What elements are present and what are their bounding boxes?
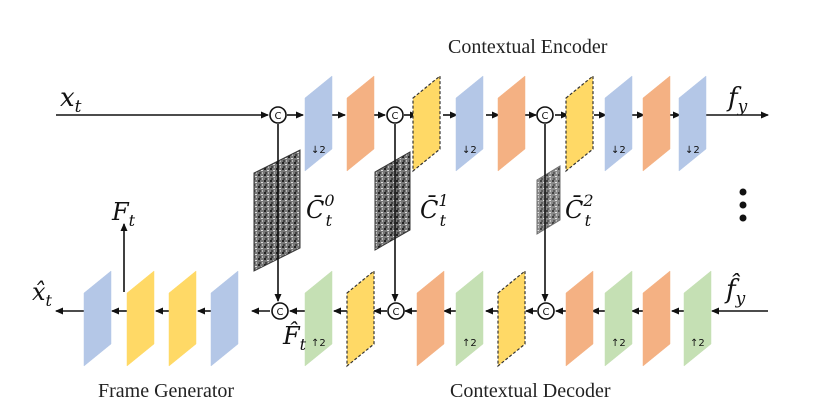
layer-enc-gdn-2: [497, 75, 526, 172]
svg-text:C: C: [392, 111, 399, 122]
concat-node-dec-0: C: [271, 302, 289, 320]
concat-node-dec-1: C: [387, 302, 405, 320]
svg-text:C̄1t: C̄1t: [420, 191, 449, 230]
label-x-t: xt: [60, 83, 82, 117]
svg-text:xt: xt: [60, 83, 82, 117]
layer-dec-igdn-1: [416, 270, 445, 367]
concat-node-enc-2: C: [536, 106, 554, 124]
label-F-t: Ft: [111, 198, 136, 230]
svg-text:C: C: [275, 111, 282, 122]
layer-dec-igdn-3: [642, 270, 671, 367]
decoder-arrows: [55, 223, 768, 315]
label-f-y: fy: [726, 83, 748, 117]
scale-mark: ↓2: [311, 145, 326, 156]
layer-dec-deconv-2: ↑2: [455, 270, 484, 367]
scale-mark: ↓2: [685, 145, 700, 156]
context-map-2: [536, 165, 561, 235]
layer-enc-gdn-1: [346, 75, 375, 172]
label-F-hat-t: F̂t: [282, 322, 307, 354]
label-x-hat-t: x̂t: [32, 278, 53, 310]
svg-text:F̂t: F̂t: [282, 322, 307, 354]
svg-text:C̄2t: C̄2t: [565, 191, 594, 230]
concat-node-dec-2: C: [537, 302, 555, 320]
skip-connections: [274, 124, 549, 302]
layer-enc-conv-3: ↓2: [604, 75, 633, 172]
layer-enc-res-1: [412, 74, 441, 173]
scale-mark: ↓2: [462, 145, 477, 156]
svg-text:C̄0t: C̄0t: [306, 191, 335, 230]
ellipsis-dots: [739, 188, 747, 222]
svg-text:Ft: Ft: [111, 198, 136, 230]
generator-title: Frame Generator: [98, 380, 234, 402]
svg-text:C: C: [277, 307, 284, 318]
scale-mark: ↓2: [611, 145, 626, 156]
layer-dec-res-2: [497, 269, 526, 368]
layer-gen-res-2: [168, 270, 197, 367]
svg-text:C: C: [543, 307, 550, 318]
layer-enc-res-2: [565, 74, 594, 173]
scale-mark: ↑2: [462, 338, 477, 349]
layer-dec-res-1: [346, 269, 375, 368]
svg-text:C: C: [393, 307, 400, 318]
scale-mark: ↑2: [690, 338, 705, 349]
layer-gen-conv-1: [83, 270, 112, 367]
layer-gen-res-1: [126, 270, 155, 367]
label-f-hat-y: f̂y: [724, 273, 746, 309]
scale-mark: ↑2: [611, 338, 626, 349]
svg-text:f̂y: f̂y: [724, 273, 746, 309]
scale-mark: ↑2: [311, 338, 326, 349]
layer-enc-conv-1: ↓2: [304, 75, 333, 172]
layer-enc-conv-4: ↓2: [678, 75, 707, 172]
context-map-0: [253, 149, 301, 272]
svg-text:x̂t: x̂t: [32, 278, 53, 310]
layer-enc-gdn-3: [642, 75, 671, 172]
layer-dec-deconv-1: ↑2: [304, 270, 333, 367]
decoder-title: Contextual Decoder: [450, 380, 611, 402]
layer-enc-conv-2: ↓2: [455, 75, 484, 172]
layer-blocks: ↓2 ↓2 ↓2 ↓2 ↑2 ↑2 ↑2 ↑2: [83, 74, 712, 368]
context-map-1: [374, 151, 411, 251]
concat-nodes: C C C C C C: [269, 106, 555, 320]
encoder-title: Contextual Encoder: [448, 36, 608, 58]
svg-text:fy: fy: [726, 83, 748, 117]
layer-dec-deconv-4: ↑2: [683, 270, 712, 367]
layer-dec-igdn-2: [565, 270, 594, 367]
concat-node-enc-0: C: [269, 106, 287, 124]
layer-dec-deconv-3: ↑2: [604, 270, 633, 367]
layer-gen-conv-2: [210, 270, 239, 367]
svg-text:C: C: [542, 111, 549, 122]
concat-node-enc-1: C: [386, 106, 404, 124]
